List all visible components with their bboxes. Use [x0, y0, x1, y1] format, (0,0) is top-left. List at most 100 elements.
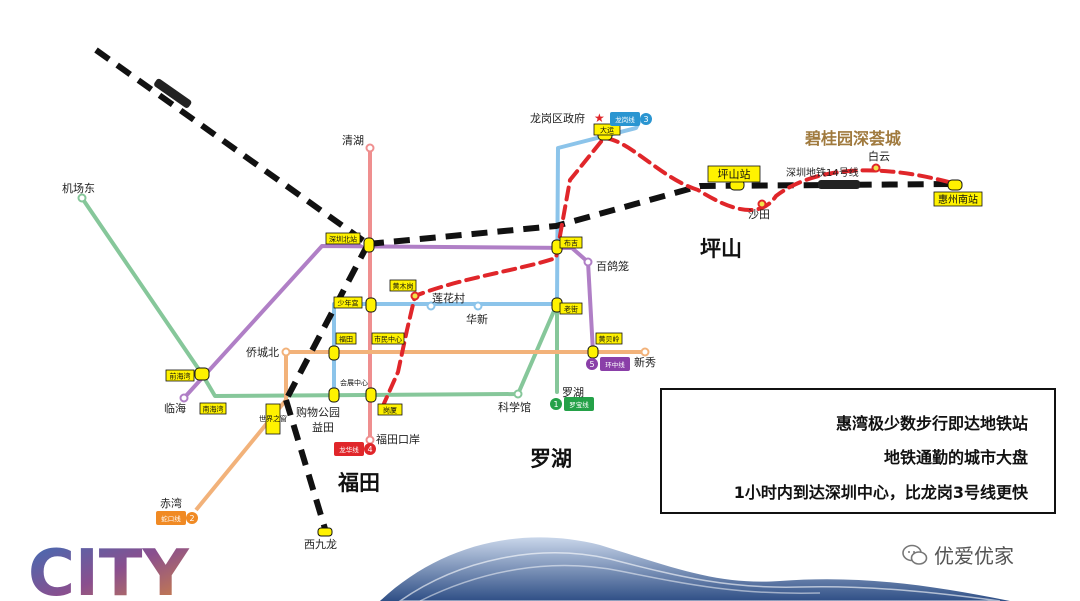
svg-text:惠州南站: 惠州南站: [938, 193, 978, 206]
district-luohu: 罗湖: [530, 447, 572, 471]
label-gouwugongyuan: 购物公园: [296, 405, 340, 419]
badge-longgang-line[interactable]: 龙岗线 3: [610, 112, 652, 126]
station-dot-xinxiu[interactable]: [640, 347, 650, 357]
box-huizhan-zhongxin: 会展中心: [340, 378, 368, 387]
box-huangbeiling[interactable]: 黄贝岭: [595, 332, 623, 345]
svg-text:★: ★: [594, 111, 605, 125]
svg-text:南海湾: 南海湾: [203, 405, 224, 414]
svg-text:1: 1: [553, 400, 558, 409]
label-shatian: 沙田: [748, 208, 770, 221]
box-dayun[interactable]: 大运: [593, 123, 621, 136]
label-lianhuacun: 莲花村: [432, 291, 465, 305]
label-kexueguan: 科学馆: [498, 400, 531, 414]
station-dot-bailu[interactable]: [583, 257, 593, 267]
city-text: CITY: [28, 537, 189, 601]
city-decoration: CITY: [28, 537, 1010, 601]
metro-line-1: [80, 196, 559, 398]
station-boxes: 大运 坪山站 惠州南站 深圳北站 布吉 黄木岗 少年宫 福田 市民中心 会展中心…: [165, 123, 983, 435]
box-huizhou-south[interactable]: 惠州南站: [933, 191, 983, 207]
metro-line-2: [194, 350, 645, 512]
label-qiaochengbei: 侨城北: [246, 346, 279, 359]
label-luohu: 罗湖: [562, 386, 584, 399]
svg-text:福田: 福田: [339, 335, 353, 344]
label-futian-kouan: 福田口岸: [376, 432, 420, 446]
district-pingshan: 坪山: [700, 237, 742, 261]
railway-lines: [93, 46, 957, 533]
label-bailu: 百鸽笼: [596, 259, 629, 273]
label-line14: 深圳地铁14号线: [786, 166, 859, 179]
svg-text:布吉: 布吉: [564, 239, 578, 248]
label-baiyun: 白云: [868, 149, 890, 163]
box-futian[interactable]: 福田: [335, 332, 357, 345]
station-dot-kexueguan[interactable]: [513, 389, 523, 399]
label-longgang-gov: 龙岗区政府: [530, 111, 585, 125]
badge-luobao-line[interactable]: 1 罗宝线: [550, 397, 594, 411]
box-qianhaiwan[interactable]: 前海湾: [165, 369, 195, 382]
station-dot-linhai[interactable]: [179, 393, 189, 403]
label-jichangdong: 机场东: [62, 181, 95, 195]
station-dot-qiaochengbei[interactable]: [281, 347, 291, 357]
wechat-icon: [902, 544, 928, 565]
station-dot-huaxin[interactable]: [473, 301, 483, 311]
district-futian: 福田: [337, 471, 380, 495]
svg-text:坪山站: 坪山站: [718, 167, 751, 181]
svg-text:前海湾: 前海湾: [170, 372, 191, 381]
svg-text:黄贝岭: 黄贝岭: [599, 335, 620, 344]
label-linhai: 临海: [164, 401, 186, 415]
badge-huanzhong-line[interactable]: 5 环中线: [586, 357, 630, 371]
svg-text:市民中心: 市民中心: [374, 335, 402, 344]
badge-longhua-line[interactable]: 龙华线 4: [334, 442, 376, 456]
info-box: 惠湾极少数步行即达地铁站 地铁通勤的城市大盘 1小时内到达深圳中心，比龙岗3号线…: [660, 388, 1056, 514]
svg-text:环中线: 环中线: [605, 360, 625, 369]
svg-text:蛇口线: 蛇口线: [161, 514, 181, 523]
box-shijie-zhichuang[interactable]: 世界之窗: [259, 403, 287, 435]
station-dot-futian-kouan[interactable]: [365, 435, 375, 445]
label-xijiulong: 西九龙: [304, 538, 337, 551]
svg-text:少年宫: 少年宫: [338, 299, 359, 308]
box-pingshan-station[interactable]: 坪山站: [707, 165, 761, 183]
box-shaoniangong[interactable]: 少年宫: [333, 296, 363, 309]
svg-text:岗厦: 岗厦: [383, 407, 397, 415]
info-line-2: 地铁通勤的城市大盘: [883, 448, 1028, 467]
station-labels: 清湖 机场东 龙岗区政府 百鸽笼 莲花村 华新 侨城北 临海 购物公园 益田 福…: [62, 111, 890, 551]
box-gangxia[interactable]: 岗厦: [377, 403, 403, 416]
box-buji[interactable]: 布吉: [559, 236, 583, 249]
box-laojie[interactable]: 老街: [559, 302, 583, 315]
svg-text:3: 3: [643, 115, 648, 124]
box-nanshan[interactable]: 南海湾: [199, 402, 227, 415]
svg-text:黄木岗: 黄木岗: [393, 282, 414, 291]
brand-label: 碧桂园深荟城: [804, 129, 901, 148]
svg-text:大运: 大运: [600, 126, 614, 135]
svg-text:老街: 老街: [564, 305, 578, 314]
metro-line-14: [380, 136, 958, 410]
station-dot-baiyun[interactable]: [871, 163, 881, 173]
box-shenzhenbei[interactable]: 深圳北站: [325, 232, 361, 245]
svg-text:龙岗线: 龙岗线: [615, 115, 635, 124]
star-icon: ★: [594, 111, 605, 125]
label-chiwan: 赤湾: [160, 496, 182, 510]
box-shimin-zhongxin[interactable]: 市民中心: [371, 332, 405, 345]
station-dot-shatian[interactable]: [757, 199, 767, 209]
label-huaxin: 华新: [466, 312, 488, 326]
svg-text:龙华线: 龙华线: [339, 445, 359, 454]
station-dot-qinghu[interactable]: [365, 143, 375, 153]
label-yitian: 益田: [312, 420, 334, 434]
station-dot-lianhuacun[interactable]: [426, 301, 436, 311]
metro-line-5: [182, 244, 595, 400]
station-dot-huangmugang[interactable]: [410, 291, 420, 301]
svg-text:深圳北站: 深圳北站: [329, 235, 357, 244]
wechat-watermark: 优爱优家: [902, 540, 1014, 569]
label-qinghu: 清湖: [342, 134, 364, 147]
label-xinxiu: 新秀: [634, 355, 656, 369]
svg-text:2: 2: [189, 514, 194, 523]
station-dots: [77, 143, 881, 445]
svg-text:5: 5: [589, 360, 594, 369]
svg-text:会展中心: 会展中心: [340, 378, 368, 387]
info-line-3: 1小时内到达深圳中心，比龙岗3号线更快: [733, 483, 1028, 502]
info-line-1: 惠湾极少数步行即达地铁站: [835, 414, 1028, 433]
box-huangmugang[interactable]: 黄木岗: [389, 279, 417, 292]
badge-shekou-line[interactable]: 蛇口线 2: [156, 511, 198, 525]
line-badges: 龙岗线 3 龙华线 4 1 罗宝线 蛇口线 2 5 环中线: [156, 112, 652, 525]
station-dot-jichangdong[interactable]: [77, 193, 87, 203]
